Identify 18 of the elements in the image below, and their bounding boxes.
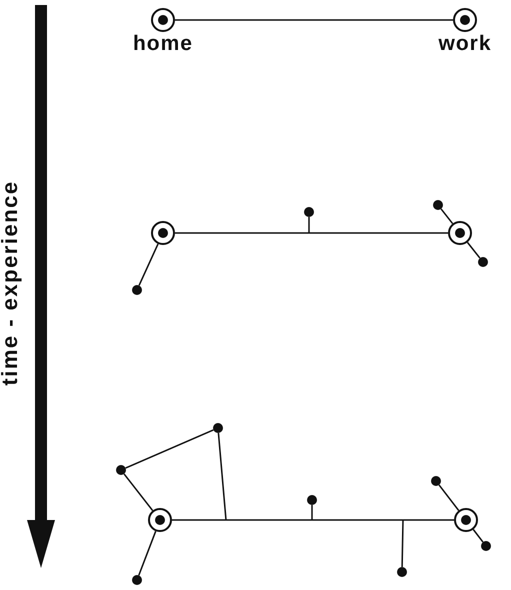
connector-line	[466, 242, 480, 259]
axis-label: time - experience	[0, 179, 23, 388]
connector-line	[138, 244, 159, 286]
connector-line	[401, 520, 404, 568]
connector-line	[175, 19, 453, 21]
connector-line	[172, 519, 454, 521]
place-label: home	[132, 33, 193, 54]
connector-line	[440, 208, 454, 224]
connector-line	[138, 530, 156, 576]
connector-line	[175, 232, 448, 234]
connector-line	[308, 217, 310, 233]
connector-line	[438, 484, 460, 511]
connector-line	[218, 432, 227, 520]
connector-line	[311, 505, 313, 520]
connector-line	[125, 429, 214, 469]
place-label: work	[438, 33, 492, 54]
connector-line	[472, 529, 484, 542]
connector-line	[123, 473, 154, 511]
